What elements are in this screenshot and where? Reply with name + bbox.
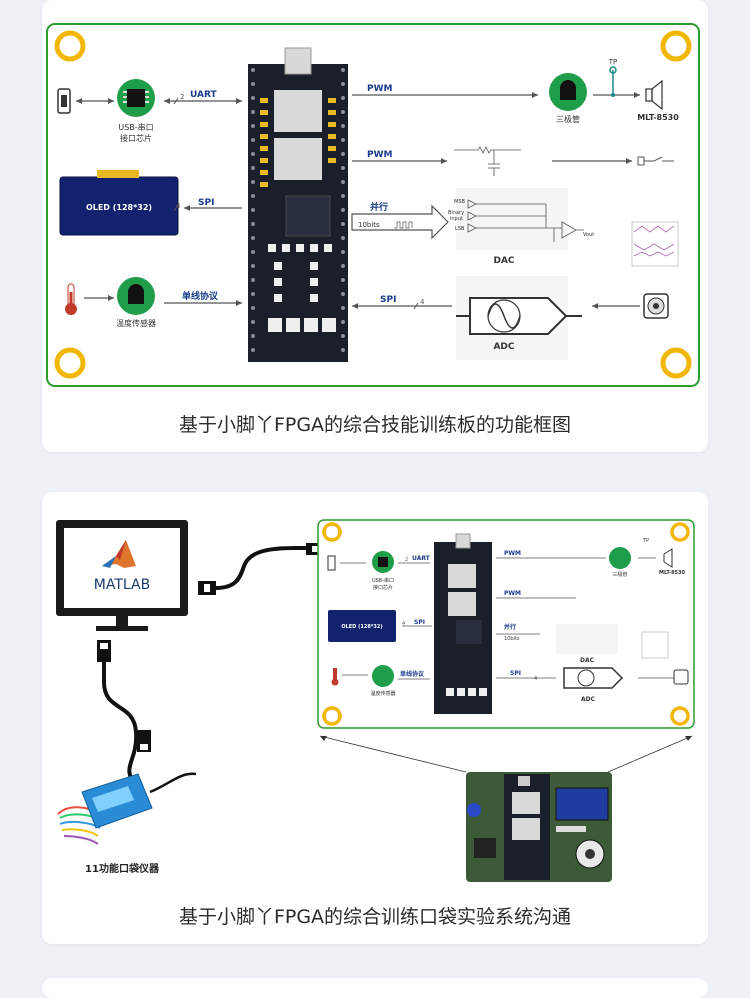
mini-spi-left-label: SPI <box>414 619 425 626</box>
spi-right-label: SPI <box>380 295 396 305</box>
mini-usb-chip-label: USB-串口 <box>372 578 394 584</box>
zoom-line-left <box>319 735 467 773</box>
usb-port-icon <box>57 88 71 114</box>
speaker-icon <box>645 79 663 111</box>
panel1-caption: 基于小脚丫FPGA的综合技能训练板的功能框图 <box>178 414 572 436</box>
mini-temp-label: 温度传感器 <box>370 690 395 697</box>
pwm2-label: PWM <box>367 150 393 160</box>
dac-label: DAC <box>493 256 514 266</box>
mounting-hole-icon <box>660 30 692 62</box>
block-diagram: USB-串口 接口芯片 2 UART OLED (128*32) 4 SPI <box>46 23 700 387</box>
fpga-board <box>248 47 348 362</box>
transistor-label: 三极管 <box>556 114 580 124</box>
mini-uart-label: UART <box>412 555 431 562</box>
instrument-label: 11功能口袋仪器 <box>85 862 160 875</box>
transistor-icon <box>549 73 587 111</box>
tp-label: TP <box>608 58 618 66</box>
parallel-label: 并行 <box>370 201 388 213</box>
potentiometer-icon <box>643 293 669 319</box>
vout-label: Vout <box>583 232 594 238</box>
single-wire-label: 单线协议 <box>182 290 219 302</box>
mini-pwm2-label: PWM <box>504 590 521 597</box>
spi-right-width-label: 4 <box>420 298 425 306</box>
adc-label: ADC <box>493 342 514 352</box>
mini-spi-right-label: SPI <box>510 670 521 677</box>
usb-serial-chip-icon <box>117 79 155 117</box>
mounting-hole-icon <box>54 347 86 379</box>
mini-spi-left-width-label: 4 <box>402 621 405 627</box>
mini-transistor-label: 三极管 <box>612 571 627 578</box>
speaker-label: MLT-8530 <box>637 113 679 122</box>
mini-usb-chip-label2: 接口芯片 <box>373 584 393 591</box>
mini-uart-width-label: 2 <box>405 557 408 563</box>
mounting-hole-icon <box>660 347 692 379</box>
mini-dac-label: DAC <box>580 657 595 664</box>
mini-pwm1-label: PWM <box>504 550 521 557</box>
system-communication-card: MATLAB 11功能口袋仪器 <box>42 492 708 944</box>
usb-cable-icon <box>198 543 324 595</box>
rc-filter-icon <box>454 146 521 176</box>
physical-board-icon <box>466 772 612 882</box>
matlab-logo-icon <box>102 540 136 568</box>
matlab-label: MATLAB <box>94 577 150 593</box>
dac-waveform-icon <box>631 221 679 267</box>
msb-label: MSB <box>454 199 465 205</box>
pwm1-label: PWM <box>367 84 393 94</box>
bits-label: 10bits <box>358 221 380 229</box>
mini-tp-label: TP <box>642 538 649 544</box>
usb-chip-label2: 接口芯片 <box>120 133 152 143</box>
oled-display-icon <box>59 170 179 236</box>
spi-left-label: SPI <box>198 198 214 208</box>
zoom-line-right <box>607 735 693 773</box>
mini-adc-label: ADC <box>581 696 596 703</box>
pocket-instrument-icon <box>57 772 197 845</box>
adc-block-icon <box>456 276 582 360</box>
temp-sensor-label: 温度传感器 <box>116 318 156 328</box>
output-connector-icon <box>637 156 674 166</box>
board-thumbnail <box>317 519 695 729</box>
spi-left-width-label: 4 <box>176 202 181 210</box>
mini-oled-label: OLED (128*32) <box>341 624 382 630</box>
mini-spi-right-width-label: 4 <box>534 676 537 682</box>
panel2-caption: 基于小脚丫FPGA的综合训练口袋实验系统沟通 <box>178 906 572 928</box>
block-diagram-card: USB-串口 接口芯片 2 UART OLED (128*32) 4 SPI <box>42 0 708 452</box>
dac-circuit-icon <box>456 188 584 250</box>
temperature-sensor-icon <box>117 277 155 315</box>
mini-parallel-label: 并行 <box>504 623 516 631</box>
usb-chip-label: USB-串口 <box>118 123 153 132</box>
binary-label: Binary <box>448 210 464 216</box>
uart-label: UART <box>190 90 218 100</box>
lsb-label: LSB <box>455 226 465 232</box>
usb-cable-icon <box>97 640 151 792</box>
mounting-hole-icon <box>54 30 86 62</box>
mini-single-wire-label: 单线协议 <box>400 670 425 678</box>
input-label: input <box>450 216 463 222</box>
thermometer-icon <box>65 283 77 315</box>
test-point-icon <box>609 66 617 97</box>
monitor-icon <box>56 520 188 631</box>
next-card <box>42 978 708 998</box>
mini-speaker-label: MLT-8530 <box>659 570 686 576</box>
oled-label: OLED (128*32) <box>86 203 152 212</box>
uart-width-label: 2 <box>180 93 184 101</box>
system-diagram: MATLAB 11功能口袋仪器 <box>56 519 695 882</box>
mini-bits-label: 10bits <box>504 636 520 642</box>
